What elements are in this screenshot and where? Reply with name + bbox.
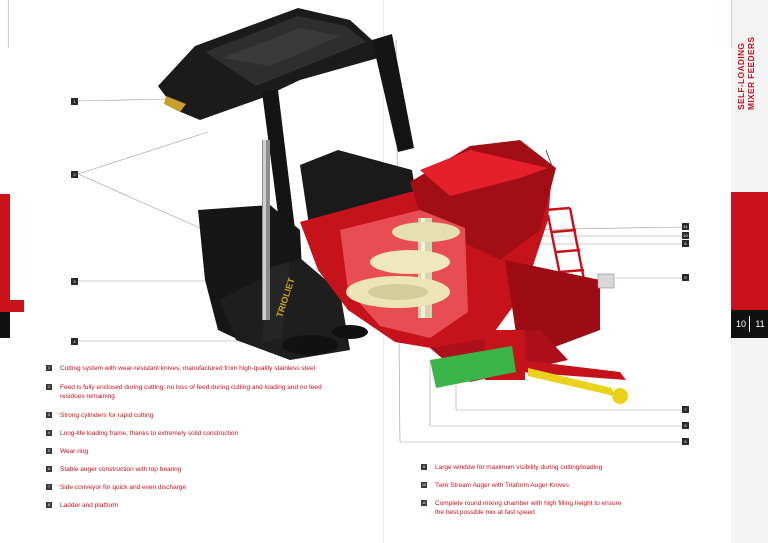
feature-text: Complete round mixing chamber with high …	[435, 500, 622, 516]
feature-text: Side conveyor for quick and even dischar…	[60, 484, 187, 491]
feature-text: Long-life loading frame, thanks to extre…	[60, 430, 239, 437]
crop-mark-left	[8, 0, 9, 48]
cutter-frame	[158, 8, 420, 360]
feature-text: Wear ring	[60, 448, 89, 455]
left-red-notch	[10, 300, 24, 312]
feature-item: 9 Large window for maximum visibility du…	[421, 463, 721, 472]
callout-9: 9	[682, 274, 689, 281]
feature-text: Stable auger construction with top beari…	[60, 466, 182, 473]
crop-mark-right	[731, 0, 732, 48]
feature-item: 3 Strong cylinders for rapid cutting	[46, 411, 346, 420]
feature-item: 4 Long-life loading frame, thanks to ext…	[46, 429, 346, 438]
feature-item: 6 Stable auger construction with top bea…	[46, 465, 346, 474]
feature-marker: 7	[46, 484, 52, 490]
callout-11: 11	[682, 223, 689, 230]
page-number-separator	[749, 316, 750, 332]
feature-marker: 3	[46, 412, 52, 418]
feature-list-left: 1 Cutting system with wear-resistant kni…	[46, 364, 346, 510]
feature-text: Large window for maximum visibility duri…	[435, 464, 603, 471]
callout-1: 1	[71, 98, 78, 105]
feature-item: 2 Feed is fully enclosed during cutting:…	[46, 383, 346, 401]
feature-marker: 8	[46, 502, 52, 508]
feature-text: Ladder and platform	[60, 502, 119, 509]
feature-item: 7 Side conveyor for quick and even disch…	[46, 483, 346, 492]
callout-7: 7	[682, 406, 689, 413]
feature-item: 8 Ladder and platform	[46, 501, 346, 510]
feature-text: Feed is fully enclosed during cutting: n…	[60, 384, 322, 400]
left-red-tab	[0, 194, 10, 312]
page-number-right: 11	[755, 319, 765, 329]
feature-marker: 4	[46, 430, 52, 436]
feature-marker: 9	[421, 464, 427, 470]
feature-item: 1 Cutting system with wear-resistant kni…	[46, 364, 346, 373]
feature-item: 5 Wear ring	[46, 447, 346, 456]
feature-item: 10 Twin Stream Auger with Triaform Auger…	[421, 481, 721, 490]
feature-marker: 5	[46, 448, 52, 454]
feature-marker: 2	[46, 384, 52, 390]
page-number-left: 10	[735, 319, 746, 329]
feature-marker: 10	[421, 482, 427, 488]
feature-marker: 1	[46, 365, 52, 371]
feature-text: Cutting system with wear-resistant knive…	[60, 365, 316, 372]
callout-2: 2	[71, 171, 78, 178]
feature-list-right: 9 Large window for maximum visibility du…	[421, 463, 721, 517]
callout-5: 5	[682, 422, 689, 429]
feature-text: Strong cylinders for rapid cutting	[60, 412, 154, 419]
right-red-tab	[731, 192, 768, 310]
callout-8: 8	[682, 438, 689, 445]
callout-10: 10	[682, 232, 689, 239]
feature-marker: 6	[46, 466, 52, 472]
callout-3: 3	[71, 278, 78, 285]
feature-item: 11 Complete round mixing chamber with hi…	[421, 499, 625, 517]
callout-4: 4	[71, 338, 78, 345]
feature-marker: 11	[421, 500, 427, 506]
callout-6: 6	[682, 240, 689, 247]
feature-text: Twin Stream Auger with Triaform Auger Kn…	[435, 482, 570, 489]
left-black-tab	[0, 312, 10, 338]
mixer-tub	[300, 140, 628, 404]
